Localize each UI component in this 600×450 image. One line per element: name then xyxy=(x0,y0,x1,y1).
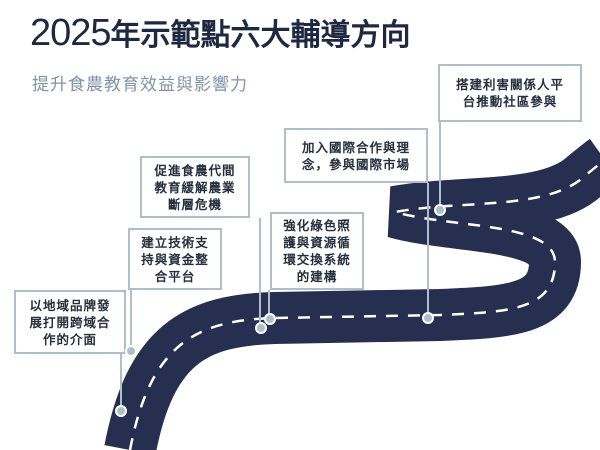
road-marker-1 xyxy=(115,405,127,417)
connector-line-2 xyxy=(130,290,132,350)
connector-line-1 xyxy=(120,354,122,410)
direction-box-2: 建立技術支 持與資金整 合平台 xyxy=(128,228,222,290)
direction-box-4: 強化綠色照 護與資源循 環交換系統 的建構 xyxy=(270,212,364,290)
connector-line-5 xyxy=(427,183,429,315)
title-main: 年示範點六大輔導方向 xyxy=(110,18,411,53)
direction-box-6: 搭建利害關係人平 台推動社區參與 xyxy=(438,64,582,122)
direction-box-1: 以地域品牌發 展打開跨域合 作的介面 xyxy=(14,290,126,354)
page-title: 2025年示範點六大輔導方向 xyxy=(30,14,411,52)
road-lane-marking xyxy=(128,162,600,450)
road-marker-5 xyxy=(422,312,434,324)
road-marker-6 xyxy=(434,204,446,216)
direction-box-3: 促進食農代間 教育緩解農業 斷層危機 xyxy=(140,156,250,218)
road-marker-4 xyxy=(264,313,276,325)
connector-line-4 xyxy=(268,290,270,318)
road-marker-2 xyxy=(125,345,137,357)
road-marker-3 xyxy=(255,322,267,334)
title-year: 2025 xyxy=(30,12,112,54)
page-subtitle: 提升食農教育效益與影響力 xyxy=(32,75,248,95)
connector-line-3 xyxy=(259,218,261,326)
connector-line-6 xyxy=(439,122,441,210)
direction-box-5: 加入國際合作與理 念，參與國際市場 xyxy=(284,128,428,183)
